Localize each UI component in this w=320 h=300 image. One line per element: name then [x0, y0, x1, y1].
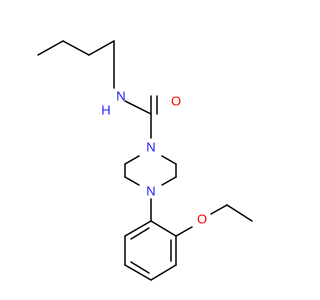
bond-ar-ether-o [175, 226, 193, 237]
bond-ar-inner-2 [130, 261, 150, 274]
atom-label-carbonyl-o: O [171, 94, 181, 109]
bond-pip-n4-c5 [124, 176, 140, 186]
bond-pip-n1-c2 [161, 155, 177, 165]
bond-ether-o-ch2 [210, 204, 228, 215]
bond-ar-c1-c2 [150, 220, 177, 237]
atom-label-amide-n: N [116, 89, 125, 104]
molecule-svg: N H O N N O [0, 0, 300, 300]
bond-butyl-c1-c2 [37, 40, 64, 56]
bond-ar-c4-c5 [124, 264, 152, 281]
bond-ar-c6-c1 [124, 220, 152, 237]
atom-label-amide-h: H [101, 103, 110, 118]
atom-label-piperazine-n1: N [146, 140, 155, 155]
atom-label-piperazine-n4: N [146, 184, 155, 199]
bond-butyl-c2-c3 [62, 40, 90, 56]
bond-butyl-c3-c4 [88, 40, 115, 56]
bond-nh-carbonyl [124, 100, 152, 115]
bond-ar-inner-3 [130, 227, 150, 240]
molecule-structure-canvas: N H O N N O [0, 0, 300, 300]
bond-pip-c6-n1 [124, 155, 140, 165]
bond-pip-c3-n4 [161, 176, 177, 186]
bond-ch2-ch3 [226, 204, 253, 222]
background [0, 0, 300, 300]
atom-label-ether-o: O [197, 212, 207, 227]
bond-ar-c3-c4 [150, 264, 177, 281]
